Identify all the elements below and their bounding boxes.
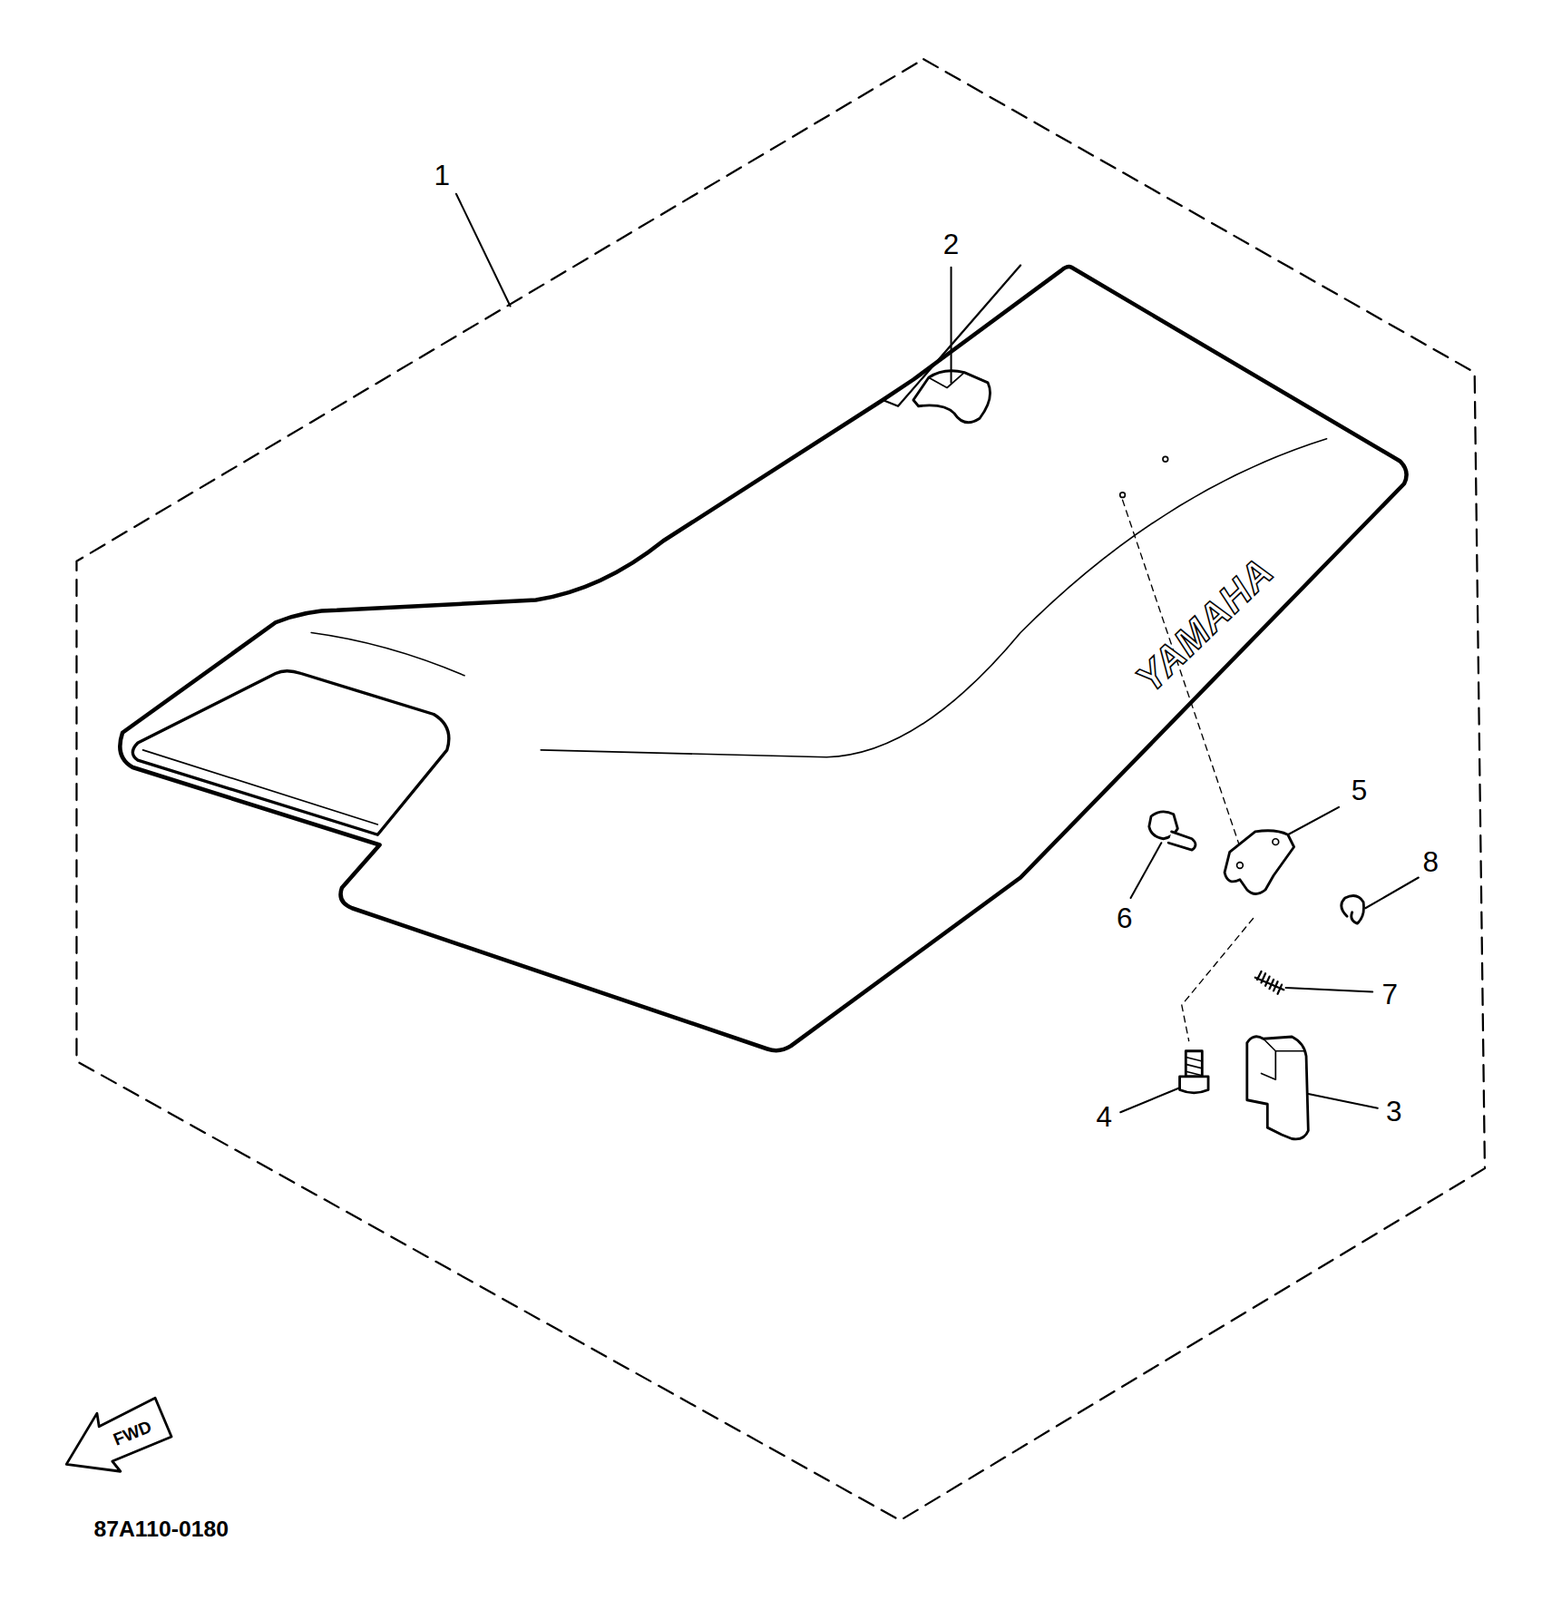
bolt-part	[1168, 831, 1196, 850]
diagram-code: 87A110-0180	[93, 1518, 229, 1542]
mount-hole	[1162, 456, 1169, 462]
seat-outline	[119, 266, 1406, 1051]
seam-line	[311, 633, 465, 676]
leader-line	[1286, 987, 1374, 993]
leader-lines	[456, 194, 1419, 1113]
callout-number: 2	[943, 230, 960, 260]
leader-line	[456, 194, 511, 307]
spring-part	[1255, 971, 1285, 995]
assembly-line	[1181, 918, 1254, 1042]
callout-number: 8	[1423, 848, 1440, 878]
mount-hole	[1120, 492, 1126, 498]
clip-part	[1341, 895, 1365, 924]
bracket-part	[1224, 830, 1295, 895]
leader-line	[1288, 807, 1339, 835]
assembly-boundary	[76, 58, 1485, 1521]
leader-line	[950, 267, 953, 383]
bracket-hole	[1237, 862, 1244, 869]
leader-line	[1307, 1093, 1378, 1109]
forward-arrow	[66, 1397, 172, 1472]
callout-number: 5	[1351, 776, 1368, 806]
bracket-hole	[1272, 839, 1279, 846]
leader-line	[1120, 1087, 1180, 1113]
hook-part	[928, 372, 965, 389]
callout-number: 1	[433, 161, 450, 191]
screw-part	[1185, 1057, 1202, 1076]
callout-number: 3	[1385, 1098, 1403, 1128]
leader-line	[1365, 878, 1419, 909]
seat-window-edge	[143, 750, 379, 825]
callout-number: 7	[1382, 980, 1399, 1010]
callout-number: 4	[1096, 1102, 1113, 1133]
seat-window	[132, 671, 449, 836]
leader-line	[1131, 842, 1162, 898]
callout-number: 6	[1116, 904, 1133, 934]
screw-part	[1180, 1076, 1210, 1094]
screw-part	[1185, 1051, 1202, 1077]
latch-part	[1247, 1036, 1309, 1140]
latch-part	[1261, 1038, 1305, 1080]
seam-line	[540, 439, 1327, 758]
